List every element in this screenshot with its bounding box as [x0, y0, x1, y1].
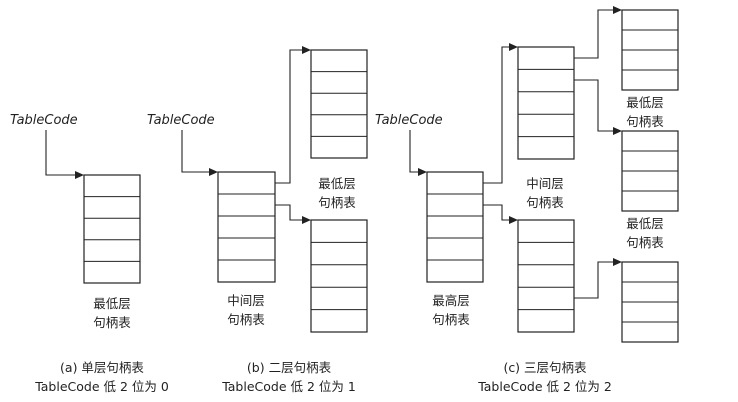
tablecode-label-a: TableCode — [10, 113, 78, 128]
arrowhead-c-top-upper — [509, 43, 518, 51]
arrowhead-a — [75, 171, 84, 179]
table-label-b-lowest-line1: 最低层 — [318, 176, 356, 191]
caption-a-line2: TableCode 低 2 位为 0 — [34, 379, 169, 394]
middle-table-c-upper — [517, 46, 575, 160]
lowest-table-a — [83, 174, 141, 284]
arrowhead-b-upper — [302, 46, 311, 54]
panel-a: TableCode 最低层 句柄表 (a) 单层句柄表 TableCode 低 … — [10, 113, 169, 394]
arrowhead-c — [418, 168, 427, 176]
table-label-c-lowest1-line2: 句柄表 — [626, 114, 664, 129]
caption-b-line2: TableCode 低 2 位为 1 — [221, 379, 356, 394]
lowest-table-c-2 — [621, 130, 679, 212]
top-table-c — [426, 171, 484, 283]
link-c-top-lower — [483, 204, 510, 221]
table-label-c-middle-line2: 句柄表 — [526, 195, 564, 210]
link-c-mid-1 — [574, 9, 614, 59]
table-label-b-middle-line1: 中间层 — [227, 293, 265, 308]
table-label-c-lowest2-line2: 句柄表 — [626, 235, 664, 250]
table-label-c-lowest2-line1: 最低层 — [626, 216, 664, 231]
caption-c-line2: TableCode 低 2 位为 2 — [477, 379, 612, 394]
arrowhead-c-mid-1 — [613, 6, 622, 14]
table-label-a-lowest-line2: 句柄表 — [93, 315, 131, 330]
panel-b: TableCode 最 — [147, 46, 368, 394]
middle-table-b — [217, 171, 276, 283]
link-b-upper — [275, 49, 303, 184]
table-label-b-middle-line2: 句柄表 — [227, 312, 265, 327]
table-label-a-lowest-line1: 最低层 — [93, 296, 131, 311]
middle-table-c-lower — [517, 219, 575, 333]
link-c-top-upper — [483, 46, 510, 184]
lowest-table-b-lower — [310, 219, 368, 333]
arrowhead-c-mid-3 — [613, 258, 622, 266]
lowest-table-c-3 — [621, 261, 679, 343]
arrowhead-c-top-lower — [509, 216, 518, 224]
table-label-c-top-line2: 句柄表 — [432, 312, 470, 327]
pointer-arrow-c — [409, 130, 419, 173]
caption-b-line1: (b) 二层句柄表 — [247, 360, 332, 375]
arrowhead-c-mid-2 — [613, 127, 622, 135]
arrowhead-b-lower — [302, 216, 311, 224]
table-label-c-top-line1: 最高层 — [432, 293, 470, 308]
pointer-arrow-b — [181, 130, 210, 173]
caption-a-line1: (a) 单层句柄表 — [60, 360, 144, 375]
panel-c: TableCode — [375, 6, 679, 394]
tablecode-label-b: TableCode — [147, 113, 215, 128]
link-c-mid-2 — [574, 79, 614, 132]
lowest-table-b-upper — [310, 49, 368, 159]
lowest-table-c-1 — [621, 9, 679, 91]
link-b-lower — [275, 204, 303, 221]
caption-c-line1: (c) 三层句柄表 — [503, 360, 587, 375]
link-c-mid-3 — [574, 261, 614, 299]
tablecode-label-c: TableCode — [375, 113, 443, 128]
table-label-c-lowest1-line1: 最低层 — [626, 95, 664, 110]
table-label-b-lowest-line2: 句柄表 — [318, 195, 356, 210]
pointer-arrow-a — [45, 130, 76, 176]
table-label-c-middle-line1: 中间层 — [526, 176, 564, 191]
arrowhead-b — [209, 168, 218, 176]
